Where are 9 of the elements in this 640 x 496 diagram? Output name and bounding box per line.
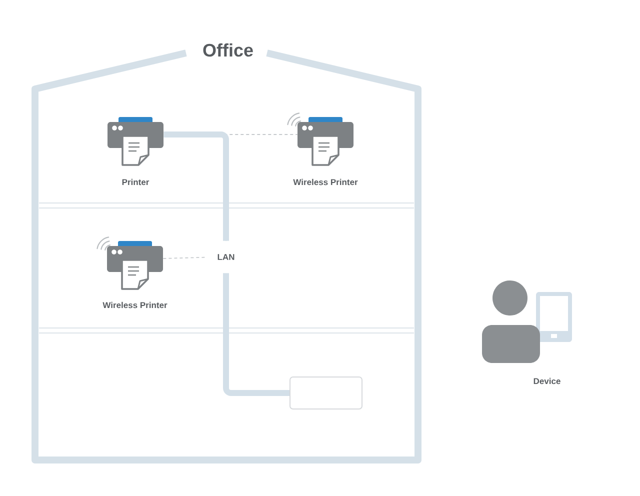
node-label: Printer: [122, 178, 150, 186]
node-label: Device: [534, 378, 560, 384]
cable-line: [223, 273, 290, 396]
cable-line: [164, 132, 229, 241]
heading: Office: [203, 43, 253, 57]
node-label: Wireless Printer: [293, 178, 358, 186]
empty-box: [290, 376, 362, 410]
node-label: LAN: [218, 254, 234, 260]
node-label: Wireless Printer: [102, 302, 168, 308]
